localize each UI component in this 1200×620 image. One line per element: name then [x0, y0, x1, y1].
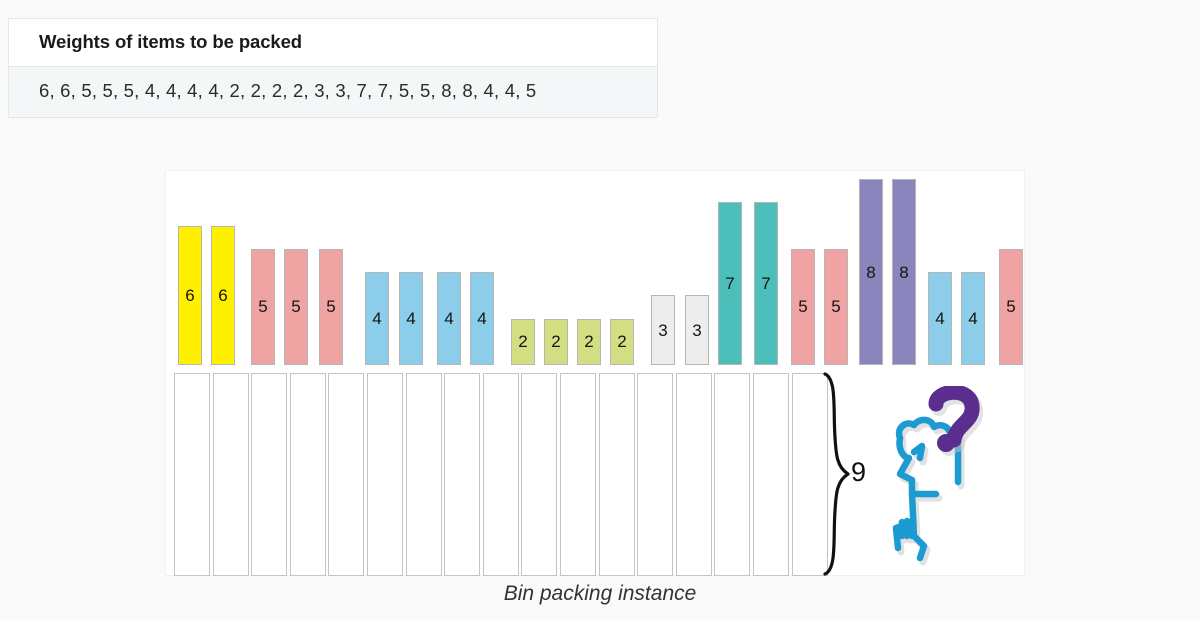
empty-bin [598, 373, 635, 576]
weights-card-header: Weights of items to be packed [9, 19, 657, 67]
item-bar-label: 2 [584, 332, 594, 352]
curly-brace-icon [823, 372, 850, 576]
item-bar-label: 8 [866, 262, 876, 282]
bins-count-label: 9 [851, 457, 867, 487]
empty-bin [444, 373, 481, 576]
item-bar: 6 [211, 225, 235, 365]
empty-bins-area [166, 373, 1026, 577]
item-bar: 5 [824, 248, 848, 365]
item-bar: 5 [251, 248, 275, 365]
item-bar: 2 [544, 318, 568, 365]
item-bar-label: 6 [185, 285, 195, 305]
item-bar: 3 [651, 295, 675, 365]
empty-bin [791, 373, 828, 576]
item-bar-label: 7 [761, 274, 771, 294]
items-bars-area: 6 6 5 5 5 4 4 4 4 2 2 2 2 3 3 7 7 5 5 8 8 4 4 5 [166, 171, 1026, 365]
item-bar: 5 [319, 248, 343, 365]
empty-bin [675, 373, 712, 576]
item-bar: 7 [754, 202, 778, 365]
item-bar: 4 [928, 272, 952, 365]
item-bar-label: 2 [518, 332, 528, 352]
empty-bin [405, 373, 442, 576]
empty-bin [482, 373, 519, 576]
item-bar: 5 [999, 248, 1023, 365]
item-bar-label: 4 [444, 309, 454, 328]
empty-bin [521, 373, 558, 576]
item-bar: 7 [718, 202, 742, 365]
weights-card: Weights of items to be packed 6, 6, 5, 5… [8, 18, 658, 118]
weights-list: 6, 6, 5, 5, 5, 4, 4, 4, 4, 2, 2, 2, 2, 3… [39, 80, 537, 101]
item-bar-label: 4 [935, 309, 945, 328]
weights-card-body: 6, 6, 5, 5, 5, 4, 4, 4, 4, 2, 2, 2, 2, 3… [9, 67, 657, 117]
item-bar-label: 5 [1006, 297, 1016, 317]
item-bar-label: 4 [372, 309, 382, 328]
empty-bin [289, 373, 326, 576]
bin-packing-figure: 6 6 5 5 5 4 4 4 4 2 2 2 2 3 3 7 7 5 5 8 8 4 4 5 9 [165, 170, 1025, 576]
item-bar: 2 [511, 318, 535, 365]
item-bar: 4 [961, 272, 985, 365]
weights-title: Weights of items to be packed [39, 31, 303, 52]
empty-bin [714, 373, 751, 576]
item-bar: 8 [892, 179, 916, 365]
empty-bin [560, 373, 596, 576]
item-bar: 4 [470, 272, 494, 365]
item-bar-label: 2 [617, 332, 627, 352]
item-bar: 2 [610, 318, 634, 365]
item-bar: 5 [284, 248, 308, 365]
item-bar-label: 3 [658, 320, 668, 340]
figure-caption: Bin packing instance [503, 582, 697, 605]
item-bar-label: 5 [798, 297, 808, 317]
item-bar-label: 6 [218, 285, 228, 305]
item-bar: 5 [791, 248, 815, 365]
empty-bin [753, 373, 789, 576]
item-bar: 4 [399, 272, 423, 365]
item-bar-label: 2 [551, 332, 561, 352]
empty-bin [212, 373, 249, 576]
item-bar: 2 [577, 318, 601, 365]
empty-bin [637, 373, 674, 576]
empty-bin [174, 373, 210, 576]
item-bar: 6 [178, 225, 202, 365]
item-bar: 3 [685, 295, 709, 365]
item-bar: 4 [365, 272, 389, 365]
empty-bin [328, 373, 365, 576]
item-bar: 4 [437, 272, 461, 365]
item-bar-label: 5 [258, 297, 268, 317]
empty-bin [251, 373, 288, 576]
item-bar-label: 4 [406, 309, 416, 328]
item-bar-label: 4 [477, 309, 487, 328]
item-bar-label: 5 [326, 297, 336, 317]
question-mark-icon [928, 384, 980, 448]
thinking-person-icon [876, 384, 1006, 566]
item-bar-label: 5 [291, 297, 301, 317]
bins-brace-group: 9 [821, 371, 881, 577]
item-bar-label: 5 [831, 297, 841, 317]
item-bar: 8 [859, 179, 883, 365]
empty-bin [367, 373, 403, 576]
item-bar-label: 4 [968, 309, 978, 328]
item-bar-label: 7 [725, 274, 735, 294]
item-bar-label: 8 [899, 262, 909, 282]
item-bar-label: 3 [692, 320, 702, 340]
